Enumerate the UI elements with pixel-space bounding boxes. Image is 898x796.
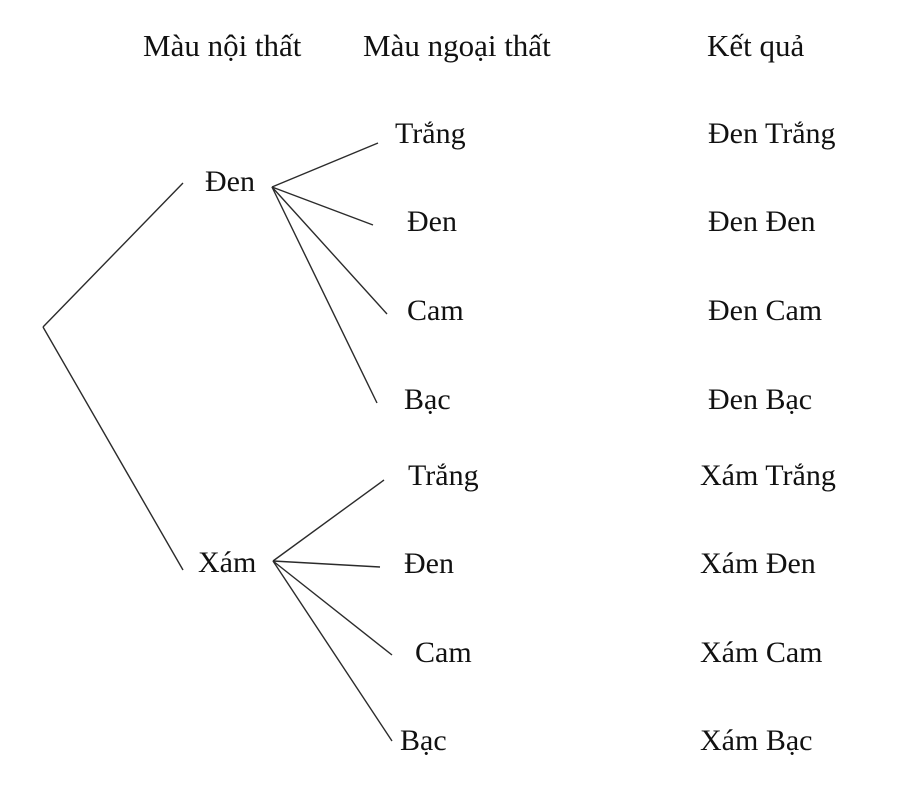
node-level2-den-trang: Trắng [395, 117, 466, 150]
edge-xam-to-den [272, 560, 381, 568]
outcome-den-bac: Đen Bạc [708, 383, 813, 416]
node-level1-den: Đen [205, 165, 255, 198]
node-level2-xam-cam: Cam [415, 636, 472, 669]
edge-xam-to-cam [272, 560, 393, 656]
node-level2-xam-den: Đen [404, 547, 454, 580]
column-header-exterior-color: Màu ngoại thất [363, 28, 551, 63]
outcome-den-trang: Đen Trắng [708, 117, 836, 150]
outcome-den-den: Đen Đen [708, 205, 816, 238]
node-level2-xam-trang: Trắng [408, 459, 479, 492]
node-level1-xam: Xám [198, 546, 257, 579]
node-level2-den-bac: Bạc [404, 383, 451, 416]
node-level2-xam-bac: Bạc [400, 724, 447, 757]
column-header-interior-color: Màu nội thất [143, 28, 302, 63]
edge-root-to-xam [42, 326, 184, 571]
node-level2-den-den: Đen [407, 205, 457, 238]
edge-den-to-cam [271, 186, 388, 315]
outcome-xam-den: Xám Đen [700, 547, 816, 580]
edge-xam-to-trang [272, 479, 385, 562]
outcome-xam-bac: Xám Bạc [700, 724, 813, 757]
edge-xam-to-bac [272, 560, 393, 742]
outcome-xam-trang: Xám Trắng [700, 459, 836, 492]
outcome-den-cam: Đen Cam [708, 294, 823, 327]
edge-den-to-bac [271, 186, 378, 404]
edge-den-to-den [271, 186, 374, 226]
outcome-xam-cam: Xám Cam [700, 636, 823, 669]
node-level2-den-cam: Cam [407, 294, 464, 327]
column-header-result: Kết quả [707, 28, 805, 63]
edge-den-to-trang [271, 142, 379, 188]
edge-root-to-den [42, 182, 184, 328]
